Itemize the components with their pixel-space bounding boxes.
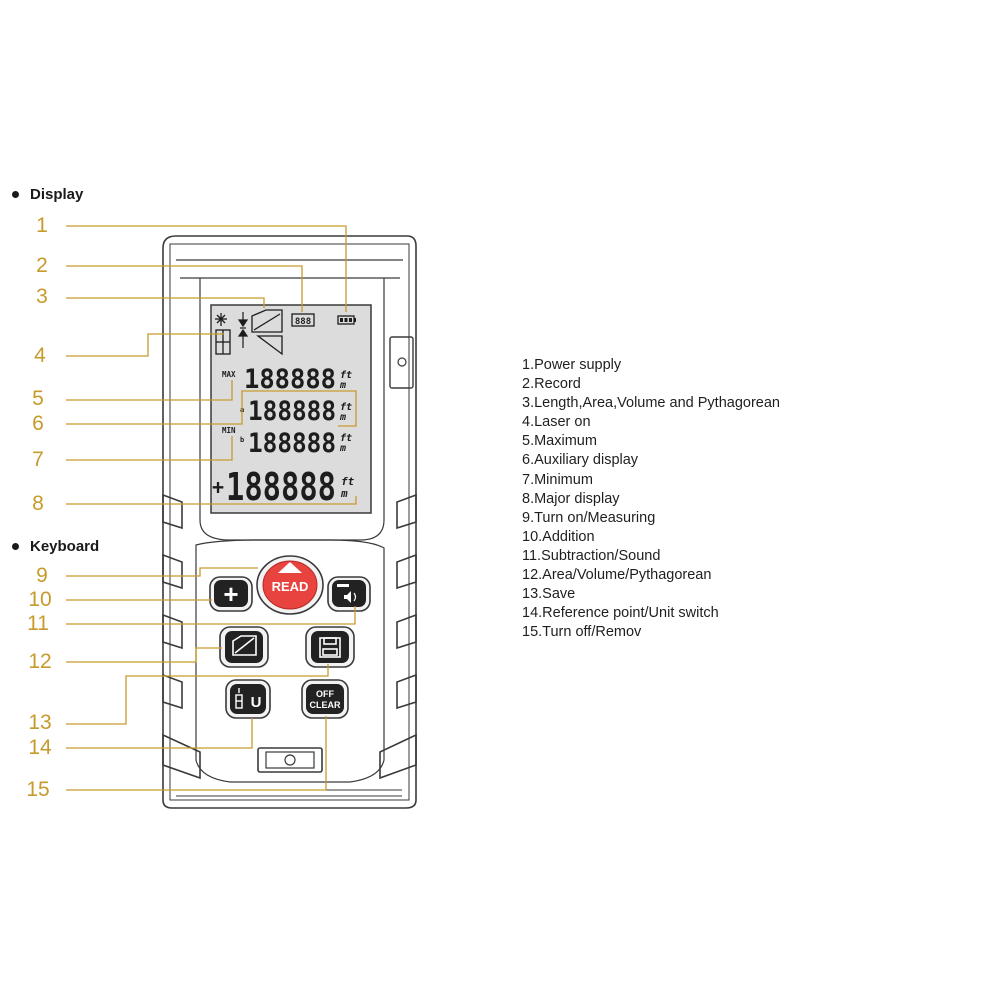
leader-9 [66, 567, 258, 577]
display-section-title: Display [12, 186, 83, 203]
aux-unit-ft: ft [340, 402, 352, 413]
aux-digits: 188888 [248, 396, 336, 427]
callout-lines [66, 225, 357, 791]
legend-item: 7.Minimum [522, 471, 593, 488]
measure-mode-icon [251, 309, 283, 356]
callout-number-11: 11 [27, 612, 49, 635]
leader-13 [66, 664, 329, 725]
callout-number-8: 8 [32, 492, 44, 515]
legend-item: 5.Maximum [522, 433, 597, 450]
main-plus-sign: + [212, 475, 224, 499]
record-digits: 888 [295, 317, 311, 327]
leader-5 [66, 380, 233, 401]
legend-item: 14.Reference point/Unit switch [522, 605, 719, 622]
off-label: OFF [316, 689, 334, 699]
legend-item: 15.Turn off/Remov [522, 624, 642, 641]
callout-number-10: 10 [28, 588, 52, 611]
leader-6 [66, 390, 357, 427]
plus-button[interactable]: + [209, 576, 253, 612]
callout-number-13: 13 [28, 711, 52, 734]
off-clear-button[interactable]: OFF CLEAR [301, 679, 349, 719]
minus-icon [337, 584, 349, 587]
device-body [162, 235, 417, 809]
read-button-label: READ [272, 579, 309, 594]
area-volume-button[interactable] [219, 626, 269, 668]
read-button[interactable]: READ [256, 555, 324, 615]
lcd-screen [210, 304, 372, 514]
leader-3 [66, 297, 265, 308]
main-unit-m: m [340, 487, 348, 500]
clear-label: CLEAR [310, 700, 341, 710]
legend-item: 12.Area/Volume/Pythagorean [522, 567, 712, 584]
min-digits: 188888 [248, 428, 336, 459]
leader-2 [66, 265, 303, 312]
minus-sound-button[interactable] [327, 576, 371, 612]
max-digits: 188888 [244, 364, 336, 395]
battery-icon [337, 315, 356, 325]
callout-number-14: 14 [28, 736, 52, 759]
callout-number-6: 6 [32, 412, 44, 435]
legend-item: 6.Auxiliary display [522, 452, 639, 469]
reference-unit-button[interactable]: U [225, 679, 271, 719]
aux-unit-m: m [339, 412, 346, 423]
main-unit-ft: ft [341, 475, 355, 488]
callout-number-5: 5 [32, 387, 44, 410]
callout-number-9: 9 [36, 564, 48, 587]
leader-11 [66, 606, 356, 625]
max-unit-m: m [339, 380, 346, 391]
leader-4 [66, 333, 224, 357]
plus-button-label: + [223, 579, 238, 609]
record-indicator: 888 [291, 313, 315, 327]
max-unit-ft: ft [340, 370, 352, 381]
callout-number-2: 2 [36, 254, 48, 277]
legend-item: 1.Power supply [522, 357, 622, 373]
legend-list: 1.Power supply 2.Record 3.Length,Area,Vo… [522, 356, 780, 642]
unit-button-label: U [251, 694, 262, 711]
keyboard-section-title: Keyboard [12, 538, 99, 555]
legend-item: 4.Laser on [522, 414, 591, 431]
reference-point-icon [235, 688, 243, 709]
callout-number-7: 7 [32, 448, 44, 471]
legend-item: 8.Major display [522, 490, 620, 507]
area-volume-icon [232, 635, 257, 656]
leader-7 [66, 436, 233, 461]
min-unit-ft: ft [340, 433, 352, 444]
leader-12 [66, 647, 222, 663]
arrows-icon [237, 312, 249, 348]
legend-item: 2.Record [522, 376, 581, 393]
legend-item: 3.Length,Area,Volume and Pythagorean [522, 395, 780, 412]
main-digits: 188888 [226, 465, 336, 509]
legend-item: 11.Subtraction/Sound [522, 547, 661, 564]
min-unit-m: m [339, 443, 346, 454]
legend-item: 9.Turn on/Measuring [522, 509, 656, 526]
keyboard-section-label: Keyboard [30, 538, 100, 555]
callout-number-12: 12 [28, 650, 52, 673]
display-section-label: Display [30, 186, 84, 203]
legend-item: 13.Save [522, 586, 576, 603]
leader-15 [66, 716, 327, 791]
bullet-icon [12, 191, 19, 198]
laser-icon [215, 313, 227, 326]
leader-8 [66, 496, 357, 505]
callout-number-4: 4 [34, 344, 46, 367]
callout-number-15: 15 [26, 778, 50, 801]
save-button[interactable] [305, 626, 355, 668]
legend-item: 10.Addition [522, 528, 595, 545]
save-icon [319, 637, 341, 658]
callout-number-3: 3 [36, 285, 48, 308]
callout-number-1: 1 [36, 214, 48, 237]
aux-b-label: b [240, 436, 244, 444]
leader-1 [66, 225, 347, 312]
min-label: MIN [222, 426, 236, 435]
max-label: MAX [222, 370, 236, 379]
bullet-icon [12, 543, 19, 550]
leader-14 [66, 718, 253, 749]
speaker-icon [344, 591, 357, 603]
